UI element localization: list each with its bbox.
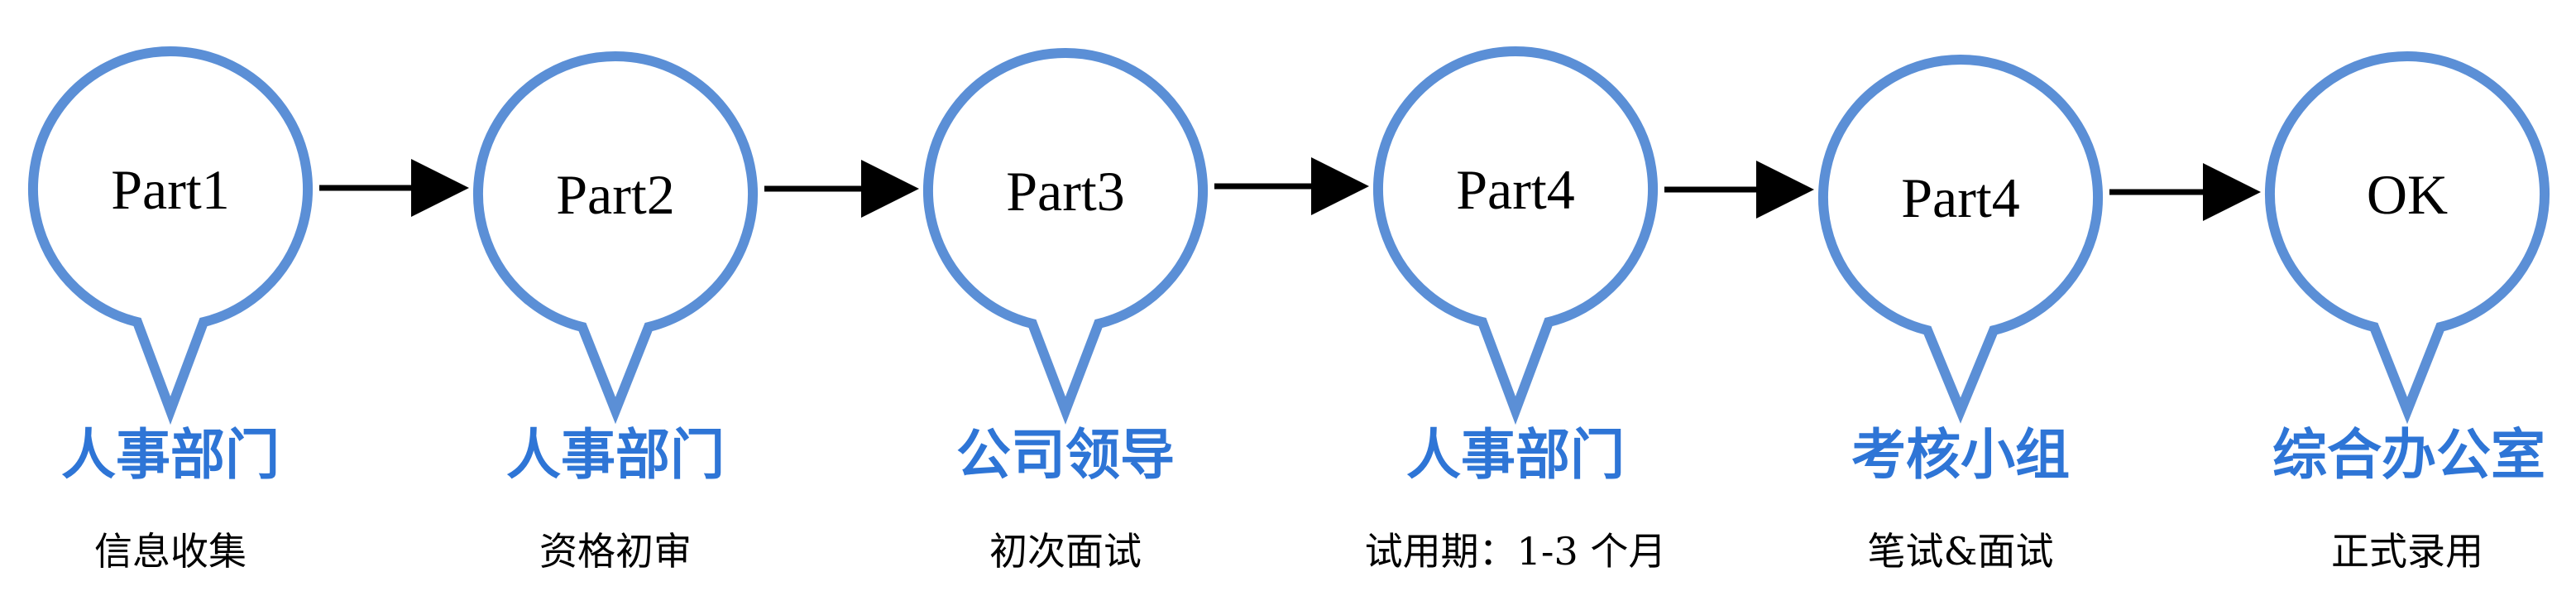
bubble-label: Part1: [111, 158, 230, 221]
department-label: 考核小组: [1851, 423, 2070, 487]
bubble-outline: [28, 46, 313, 425]
description-label: 信息收集: [94, 529, 247, 574]
bubble-outline: [1373, 46, 1658, 425]
bubble-label: Part2: [556, 163, 675, 226]
bubble-label: OK: [2367, 163, 2448, 226]
description-label: 试用期：1-3 个月: [1365, 529, 1667, 574]
description-label: 笔试&面试: [1868, 529, 2054, 574]
bubble-outline: [2265, 51, 2550, 425]
bubble-label: Part3: [1006, 160, 1125, 223]
description-label: 初次面试: [989, 529, 1142, 574]
department-label: 综合办公室: [2272, 423, 2545, 487]
steps-layer: Part1人事部门信息收集Part2人事部门资格初审Part3公司领导初次面试P…: [28, 46, 2550, 574]
bubble-label: Part4: [1456, 158, 1575, 221]
department-label: 人事部门: [61, 423, 280, 487]
bubble-outline: [473, 51, 758, 425]
description-label: 资格初审: [539, 529, 692, 574]
arrows-layer: [319, 157, 2261, 221]
bubble-outline: [1818, 55, 2103, 424]
description-label: 正式录用: [2331, 529, 2483, 574]
bubble-label: Part4: [1901, 166, 2020, 229]
department-label: 公司领导: [956, 423, 1175, 487]
department-label: 人事部门: [506, 423, 725, 487]
department-label: 人事部门: [1406, 423, 1625, 487]
bubble-outline: [923, 48, 1208, 425]
